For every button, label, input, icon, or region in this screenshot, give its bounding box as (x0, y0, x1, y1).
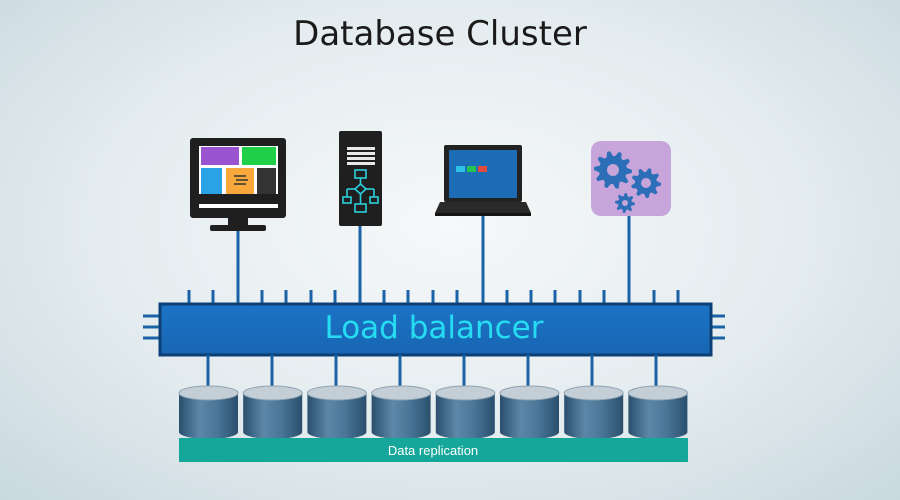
database-cluster (178, 385, 688, 439)
load-balancer (158, 302, 713, 357)
database-cylinder-icon (435, 385, 496, 439)
diagram-title: Database Cluster (293, 14, 587, 54)
load-balancer-label: Load balancer (324, 310, 543, 346)
database-cylinder-icon (627, 385, 688, 439)
database-cylinder-icon (499, 385, 560, 439)
replication-label: Data replication (388, 443, 478, 458)
gear-icon (594, 151, 632, 189)
gear-icon (631, 168, 661, 198)
load-balancer-side-pins (143, 314, 725, 340)
database-cylinder-icon (371, 385, 432, 439)
replication-bar (179, 438, 688, 462)
client-connectors (236, 216, 631, 304)
gear-icon (615, 193, 635, 213)
gears-icon (591, 141, 671, 216)
laptop-icon (435, 145, 531, 216)
database-cylinder-icon (178, 385, 239, 439)
database-cylinder-icon (306, 385, 367, 439)
load-balancer-top-pins (187, 290, 680, 304)
desktop-monitor-icon (190, 138, 286, 231)
server-tower-icon (339, 131, 382, 226)
database-cylinder-icon (242, 385, 303, 439)
database-cylinder-icon (563, 385, 624, 439)
